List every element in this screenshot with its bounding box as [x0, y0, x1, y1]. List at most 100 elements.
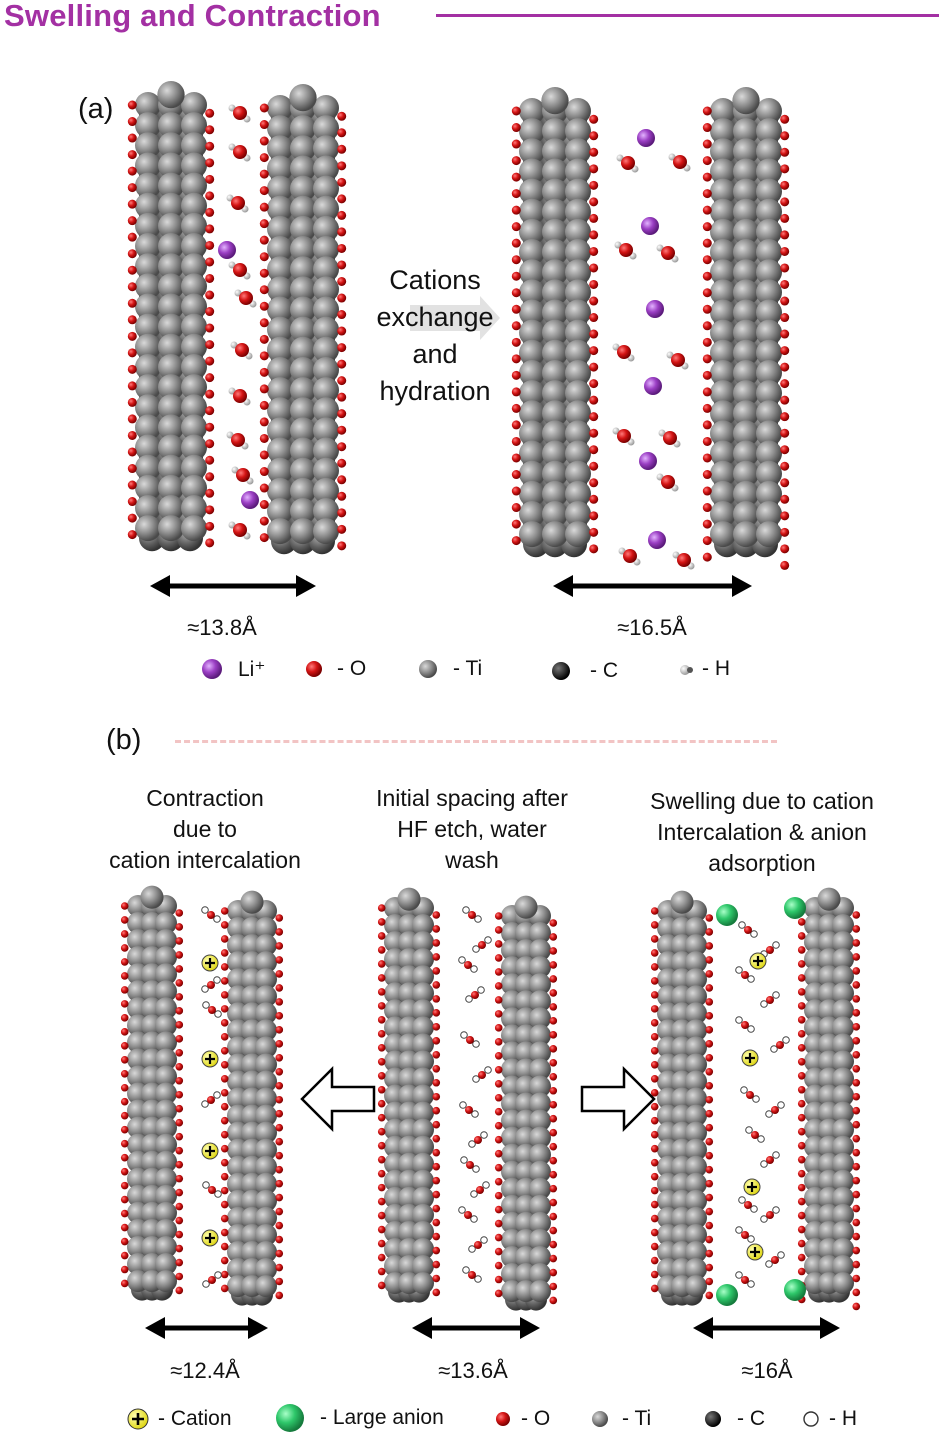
water-molecule	[765, 1251, 785, 1268]
caption-line: wash	[445, 847, 499, 873]
water-molecule	[656, 473, 679, 492]
water-molecule	[201, 906, 221, 923]
water-molecule	[666, 351, 689, 370]
legend-label: - O	[337, 657, 367, 680]
cation	[201, 1050, 219, 1068]
arrow-text-line: Cations	[389, 265, 481, 295]
title-rule	[436, 14, 939, 17]
water-molecule	[462, 1266, 482, 1283]
spacing-arrow	[150, 575, 316, 597]
cation	[201, 1142, 219, 1160]
water-molecule	[672, 551, 695, 570]
cation	[201, 1229, 219, 1247]
large-anion	[784, 897, 806, 919]
water-molecule	[770, 1036, 790, 1053]
caption-middle: Initial spacing after HF etch, water was…	[352, 783, 592, 876]
li-ion	[644, 377, 662, 395]
water-molecule	[618, 547, 641, 566]
li-ion	[641, 217, 659, 235]
water-molecule	[226, 194, 249, 213]
panel-b-label: (b)	[106, 724, 142, 756]
carbon-atom-icon	[552, 662, 570, 680]
legend-label: - Cation	[158, 1407, 232, 1430]
water-molecule	[472, 1066, 492, 1083]
water-molecule	[465, 986, 485, 1003]
li-ion	[241, 491, 259, 509]
water-molecule	[459, 1101, 479, 1118]
water-molecule	[760, 1151, 780, 1168]
water-molecule	[202, 1001, 222, 1018]
li-ion	[639, 452, 657, 470]
caption-line: cation intercalation	[109, 847, 301, 873]
water-molecule	[201, 976, 221, 993]
water-molecule	[616, 154, 639, 173]
cation	[749, 952, 767, 970]
mxene-layer	[797, 887, 861, 1311]
cation	[746, 1243, 764, 1261]
large-anion-icon	[276, 1404, 304, 1432]
caption-left: Contraction due to cation intercalation	[80, 783, 330, 876]
caption-line: HF etch, water	[397, 816, 547, 842]
spacing-arrow	[145, 1317, 268, 1339]
water-molecule	[468, 1131, 488, 1148]
water-molecule	[738, 921, 758, 938]
cation	[201, 954, 219, 972]
legend-oxygen-b: - O	[493, 1406, 550, 1432]
panel-a-arrow-text: Cations exchange and hydration	[350, 262, 520, 410]
water-molecule	[234, 289, 257, 308]
water-molecule	[765, 1101, 785, 1118]
legend-label: - O	[521, 1407, 551, 1430]
water-molecule	[202, 1181, 222, 1198]
water-molecule	[460, 1031, 480, 1048]
water-molecule	[735, 966, 755, 983]
hydrogen-atom-icon	[680, 665, 693, 675]
water-molecule	[231, 466, 254, 485]
titanium-atom-icon	[592, 1411, 608, 1427]
water-molecule	[458, 956, 478, 973]
water-molecule	[230, 341, 253, 360]
water-molecule	[738, 1196, 758, 1213]
hydrogen-atom-icon	[803, 1411, 819, 1427]
water-molecule	[760, 991, 780, 1008]
spacing-right-b: ≈16Å	[741, 1358, 793, 1383]
legend-li: Li⁺	[200, 656, 265, 682]
cation	[741, 1049, 759, 1067]
legend-titanium-b: - Ti	[590, 1406, 651, 1432]
legend-cation: - Cation	[126, 1406, 232, 1432]
water-molecule	[658, 429, 681, 448]
legend-label: - C	[737, 1407, 765, 1430]
water-molecule	[201, 1091, 221, 1108]
left-block-arrow	[300, 1065, 376, 1133]
large-anion	[716, 904, 738, 926]
oxygen-atom-icon	[306, 661, 322, 677]
water-molecule	[460, 1156, 480, 1173]
water-molecule	[228, 104, 251, 123]
caption-right: Swelling due to cation Intercalation & a…	[622, 786, 902, 879]
mxene-layer	[702, 86, 790, 570]
water-molecule	[228, 521, 251, 540]
legend-label: - Ti	[622, 1407, 652, 1430]
mxene-layer	[494, 895, 558, 1311]
li-ion-icon	[202, 659, 222, 679]
water-molecule	[735, 1271, 755, 1288]
caption-line: adsorption	[708, 850, 816, 876]
caption-line: Swelling due to cation	[650, 788, 874, 814]
mxene-layer	[650, 890, 714, 1306]
exchange-arrow	[410, 296, 500, 340]
arrow-text-line: hydration	[379, 376, 491, 406]
legend-carbon: - C	[550, 658, 618, 684]
legend-label: - Large anion	[320, 1406, 444, 1429]
cation	[743, 1178, 761, 1196]
legend-hydrogen-b: - H	[801, 1406, 857, 1432]
right-block-arrow	[580, 1065, 656, 1133]
spacing-right-a: ≈16.5Å	[617, 615, 687, 640]
spacing-arrow	[693, 1317, 840, 1339]
caption-line: Intercalation & anion	[657, 819, 867, 845]
mxene-layer	[511, 86, 599, 558]
legend-label: Li⁺	[238, 657, 266, 681]
water-molecule	[745, 1126, 765, 1143]
titanium-atom-icon	[419, 660, 437, 678]
caption-line: Contraction	[146, 785, 264, 811]
legend-large-anion: - Large anion	[274, 1402, 444, 1434]
